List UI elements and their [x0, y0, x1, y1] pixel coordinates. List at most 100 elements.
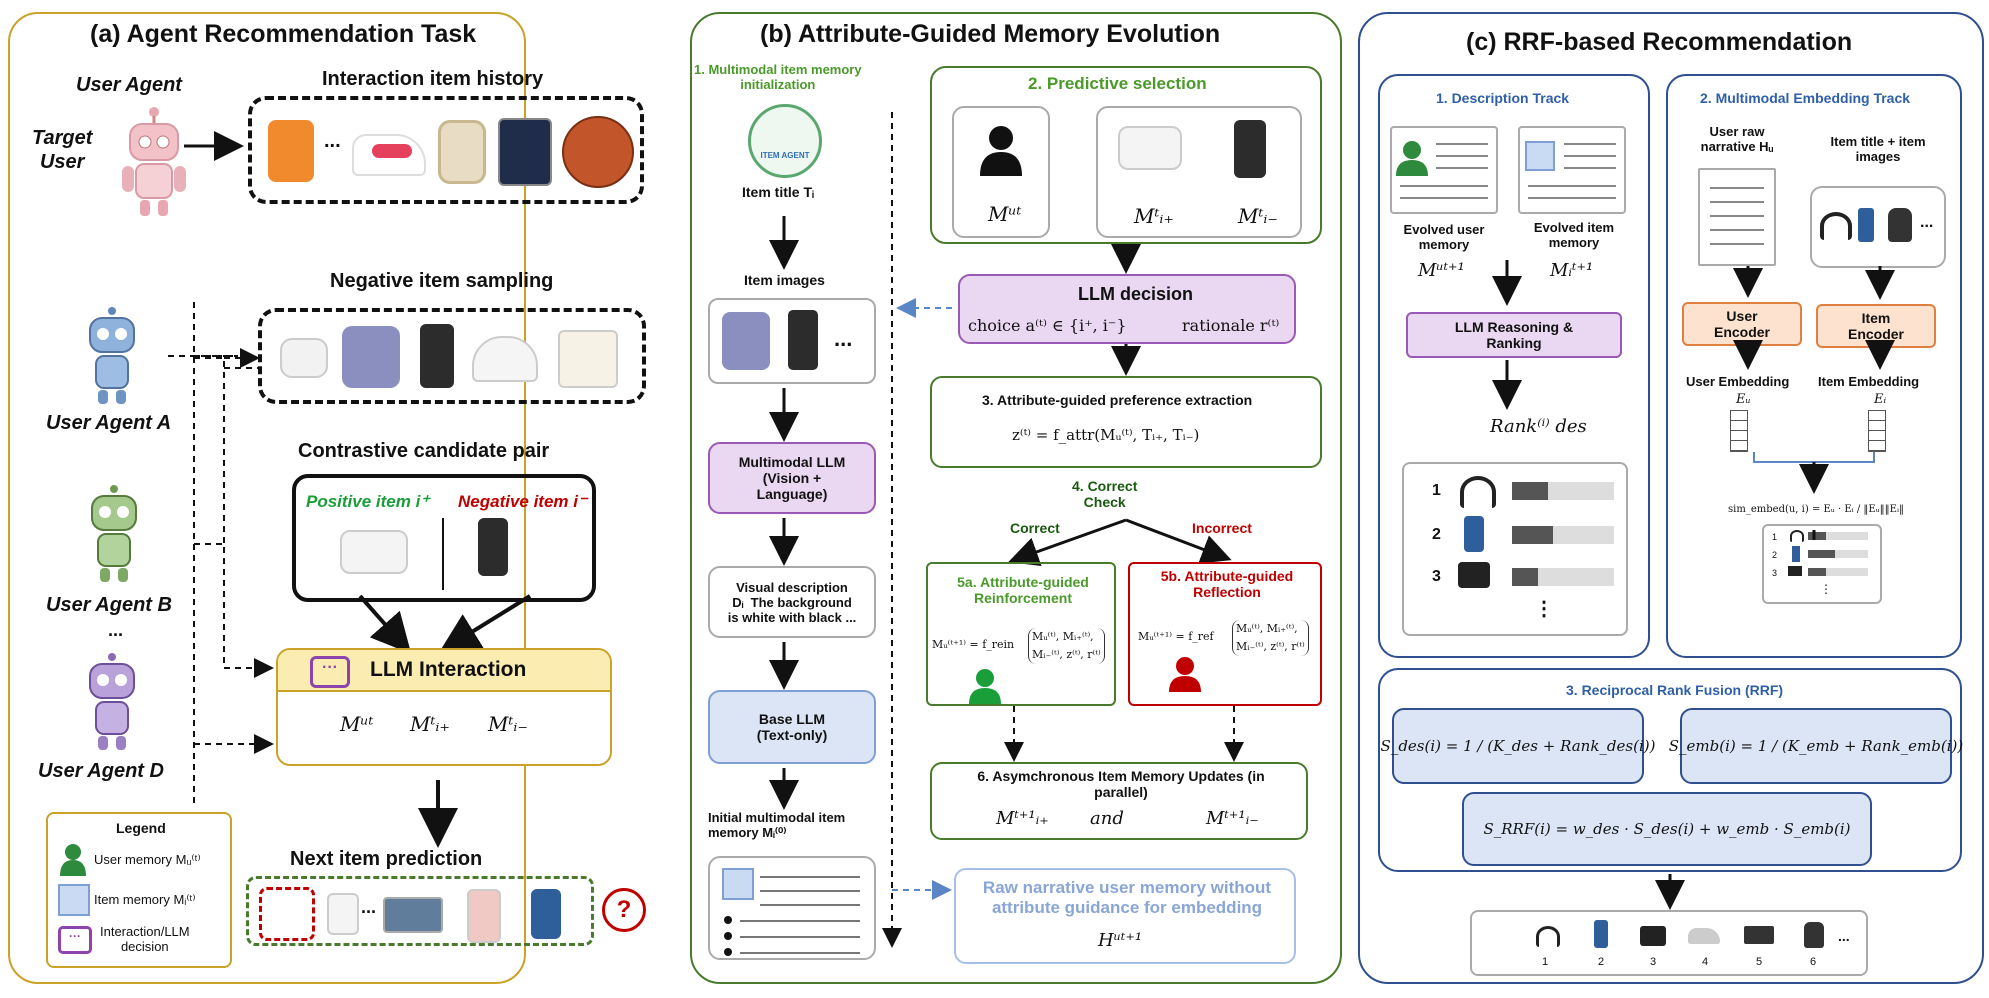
panel-b-title: (b) Attribute-Guided Memory Evolution — [760, 20, 1221, 48]
memory-line — [760, 890, 860, 892]
items-card: Mᵗᵢ₊ Mᵗᵢ₋ — [1096, 106, 1302, 238]
rank-phone-icon — [1464, 516, 1484, 552]
negative-sampling-box — [258, 308, 646, 404]
negative-item-label: Negative item i⁻ — [458, 492, 587, 511]
negative-sampling-title: Negative item sampling — [330, 270, 554, 292]
small-bar-fill-3 — [1808, 568, 1826, 576]
interaction-history-box: ... — [248, 96, 644, 204]
step3-label: 3. Attribute-guided preference extractio… — [982, 392, 1253, 408]
memory-bullet — [724, 948, 732, 956]
history-ellipsis: ... — [324, 130, 341, 152]
track2-box: 2. Multimodal Embedding Track User raw n… — [1666, 74, 1962, 658]
final-rank-1: 1 — [1542, 956, 1549, 968]
step5b-box: 5b. Attribute-guided Reflection Mᵤ⁽ᵗ⁺¹⁾ … — [1128, 562, 1322, 706]
user-encoder-box: User Encoder — [1682, 302, 1802, 346]
llm-decision-box: LLM decision choice a⁽ᵗ⁾ ∈ {i⁺, i⁻} rati… — [958, 274, 1296, 344]
final-shoe-icon — [1688, 928, 1720, 944]
final-headphones-icon — [1536, 926, 1560, 947]
memory-line — [740, 920, 860, 922]
track2-title: 2. Multimodal Embedding Track — [1700, 90, 1911, 106]
step6-left: Mᵗ⁺¹ᵢ₊ — [996, 808, 1049, 829]
small-rank-dots: ⋮ — [1820, 582, 1832, 596]
next-item-candidate[interactable] — [259, 887, 315, 941]
step5b-formula-left: Mᵤ⁽ᵗ⁺¹⁾ = f_ref — [1138, 630, 1214, 643]
rank-bar-fill-1 — [1512, 482, 1548, 500]
user-doc-icon — [1390, 126, 1498, 214]
next-item-title: Next item prediction — [290, 848, 483, 870]
small-rank-num-2: 2 — [1772, 550, 1778, 560]
small-bar-fill-1 — [1808, 532, 1826, 540]
user-card: Mᵘᵗ — [952, 106, 1050, 238]
item-title-label: Item title Tᵢ — [742, 184, 814, 200]
panel-c-title: (c) RRF-based Recommendation — [1466, 28, 1853, 56]
item-doc-icon — [1518, 126, 1626, 214]
rank-headphones-icon — [1460, 476, 1496, 508]
final-camera-icon — [1640, 926, 1666, 946]
rank-num-1: 1 — [1432, 482, 1441, 499]
phone-thumb-icon — [788, 310, 818, 370]
s-rrf-box: S_RRF(i) = w_des · S_des(i) + w_emb · S_… — [1462, 792, 1872, 866]
step5a-label: 5a. Attribute-guided Reinforcement — [957, 574, 1089, 606]
rrf-box: 3. Reciprocal Rank Fusion (RRF) S_des(i)… — [1378, 668, 1964, 872]
positive-item-label: Positive item i⁺ — [306, 492, 430, 511]
step3-box: 3. Attribute-guided preference extractio… — [930, 376, 1322, 468]
sneaker-icon — [352, 134, 426, 176]
phone-negative-icon — [478, 518, 508, 576]
panel-a — [8, 12, 526, 984]
images-ellipsis: ... — [834, 326, 853, 351]
final-rank-3: 3 — [1650, 956, 1657, 968]
legend-user-icon — [58, 842, 88, 876]
initial-memory-box — [708, 856, 876, 960]
agent-d-label: User Agent D — [38, 760, 164, 782]
final-laptop-icon — [1744, 926, 1774, 944]
step2-label: 2. Predictive selection — [1028, 74, 1207, 93]
legend-interaction-label: Interaction/LLM decision — [100, 924, 190, 954]
user-raw-doc-icon — [1698, 168, 1776, 266]
small-bar-1 — [1808, 532, 1868, 540]
rank-des-label: Rank⁽ⁱ⁾ des — [1490, 416, 1587, 437]
phone-dark-icon — [420, 324, 454, 388]
next-phone-pink-icon — [467, 889, 501, 943]
panel-a-title: (a) Agent Recommendation Task — [90, 20, 477, 48]
evolved-item-label: Evolved item memory — [1533, 220, 1615, 250]
question-icon: ? — [602, 888, 646, 932]
final-rank-box: ... 1 2 3 4 5 6 — [1470, 910, 1868, 976]
t2-ellipsis: ... — [1920, 214, 1934, 231]
small-bar-3 — [1808, 568, 1868, 576]
raw-narrative-label: Raw narrative user memory without attrib… — [982, 878, 1272, 917]
airpods-icon — [340, 530, 408, 574]
final-rank-5: 5 — [1756, 956, 1763, 968]
sweater-thumb-icon — [722, 312, 770, 370]
final-rank-6: 6 — [1810, 956, 1817, 968]
final-backpack-icon — [1804, 922, 1824, 948]
predictive-selection-box: 2. Predictive selection Mᵘᵗ Mᵗᵢ₊ Mᵗᵢ₋ — [930, 66, 1322, 244]
raw-narrative-box: Raw narrative user memory without attrib… — [954, 868, 1296, 964]
item-agent-text: ITEM AGENT — [760, 151, 810, 160]
legend-item-icon — [58, 884, 90, 916]
user-raw-label: User raw narrative Hᵤ — [1700, 124, 1774, 154]
small-bar-fill-2 — [1808, 550, 1835, 558]
rank-dots: ⋮ — [1534, 598, 1554, 620]
step5a-formula-left: Mᵤ⁽ᵗ⁺¹⁾ = f_rein — [932, 638, 1015, 651]
t2-headphones-icon — [1820, 212, 1852, 240]
tablet-icon — [498, 118, 552, 186]
track1-box: 1. Description Track Evolved user memory… — [1378, 74, 1650, 658]
cap-icon — [472, 336, 538, 382]
small-rank-num-3: 3 — [1772, 568, 1778, 578]
rank-des-list: 1 2 3 ⋮ — [1402, 462, 1628, 636]
robot-a-icon — [82, 306, 142, 406]
step1-label: 1. Multimodal item memory initialization — [694, 62, 862, 92]
laptop-icon — [383, 897, 443, 933]
step5b-formula-right: Mᵤ⁽ᵗ⁾, Mᵢ₊⁽ᵗ⁾, Mᵢ₋⁽ᵗ⁾, z⁽ᵗ⁾, r⁽ᵗ⁾ — [1232, 620, 1309, 656]
rank-bar-1 — [1512, 482, 1614, 500]
s-rrf-formula: S_RRF(i) = w_des · S_des(i) + w_emb · S_… — [1483, 820, 1851, 838]
chat-bubble-icon: ··· — [310, 656, 350, 688]
base-llm-box: Base LLM (Text-only) — [708, 690, 876, 764]
small-rank-num-1: 1 — [1772, 532, 1778, 542]
s-emb-formula: S_emb(i) = 1 / (K_emb + Rank_emb(i)) — [1668, 737, 1964, 755]
mllm-box: Multimodal LLM (Vision + Language) — [708, 442, 876, 514]
user-embedding-label: User Embedding — [1686, 374, 1790, 389]
next-ellipsis: ... — [361, 897, 377, 917]
agent-b-label: User Agent B — [46, 594, 172, 616]
agent-a-label: User Agent A — [46, 412, 172, 434]
